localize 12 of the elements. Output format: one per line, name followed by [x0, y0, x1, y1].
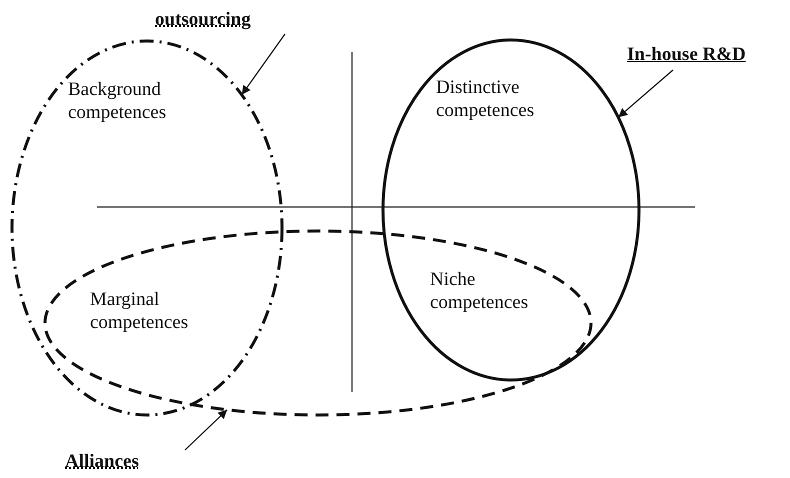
category-heading: outsourcing — [155, 9, 251, 31]
leader-arrow — [184, 409, 228, 450]
dashed-ellipse — [44, 230, 592, 416]
quadrant-label: Niche competences — [430, 268, 530, 314]
quadrant-label: Background competences — [68, 78, 168, 124]
leader-arrow — [241, 34, 286, 96]
leader-arrow — [618, 70, 674, 118]
dash-dot-ellipse — [10, 40, 284, 416]
category-heading: Alliances — [65, 451, 139, 473]
category-heading: In-house R&D — [627, 44, 746, 66]
quadrant-label: Distinctive competences — [436, 76, 536, 122]
quadrant-label: Marginal competences — [90, 288, 190, 334]
